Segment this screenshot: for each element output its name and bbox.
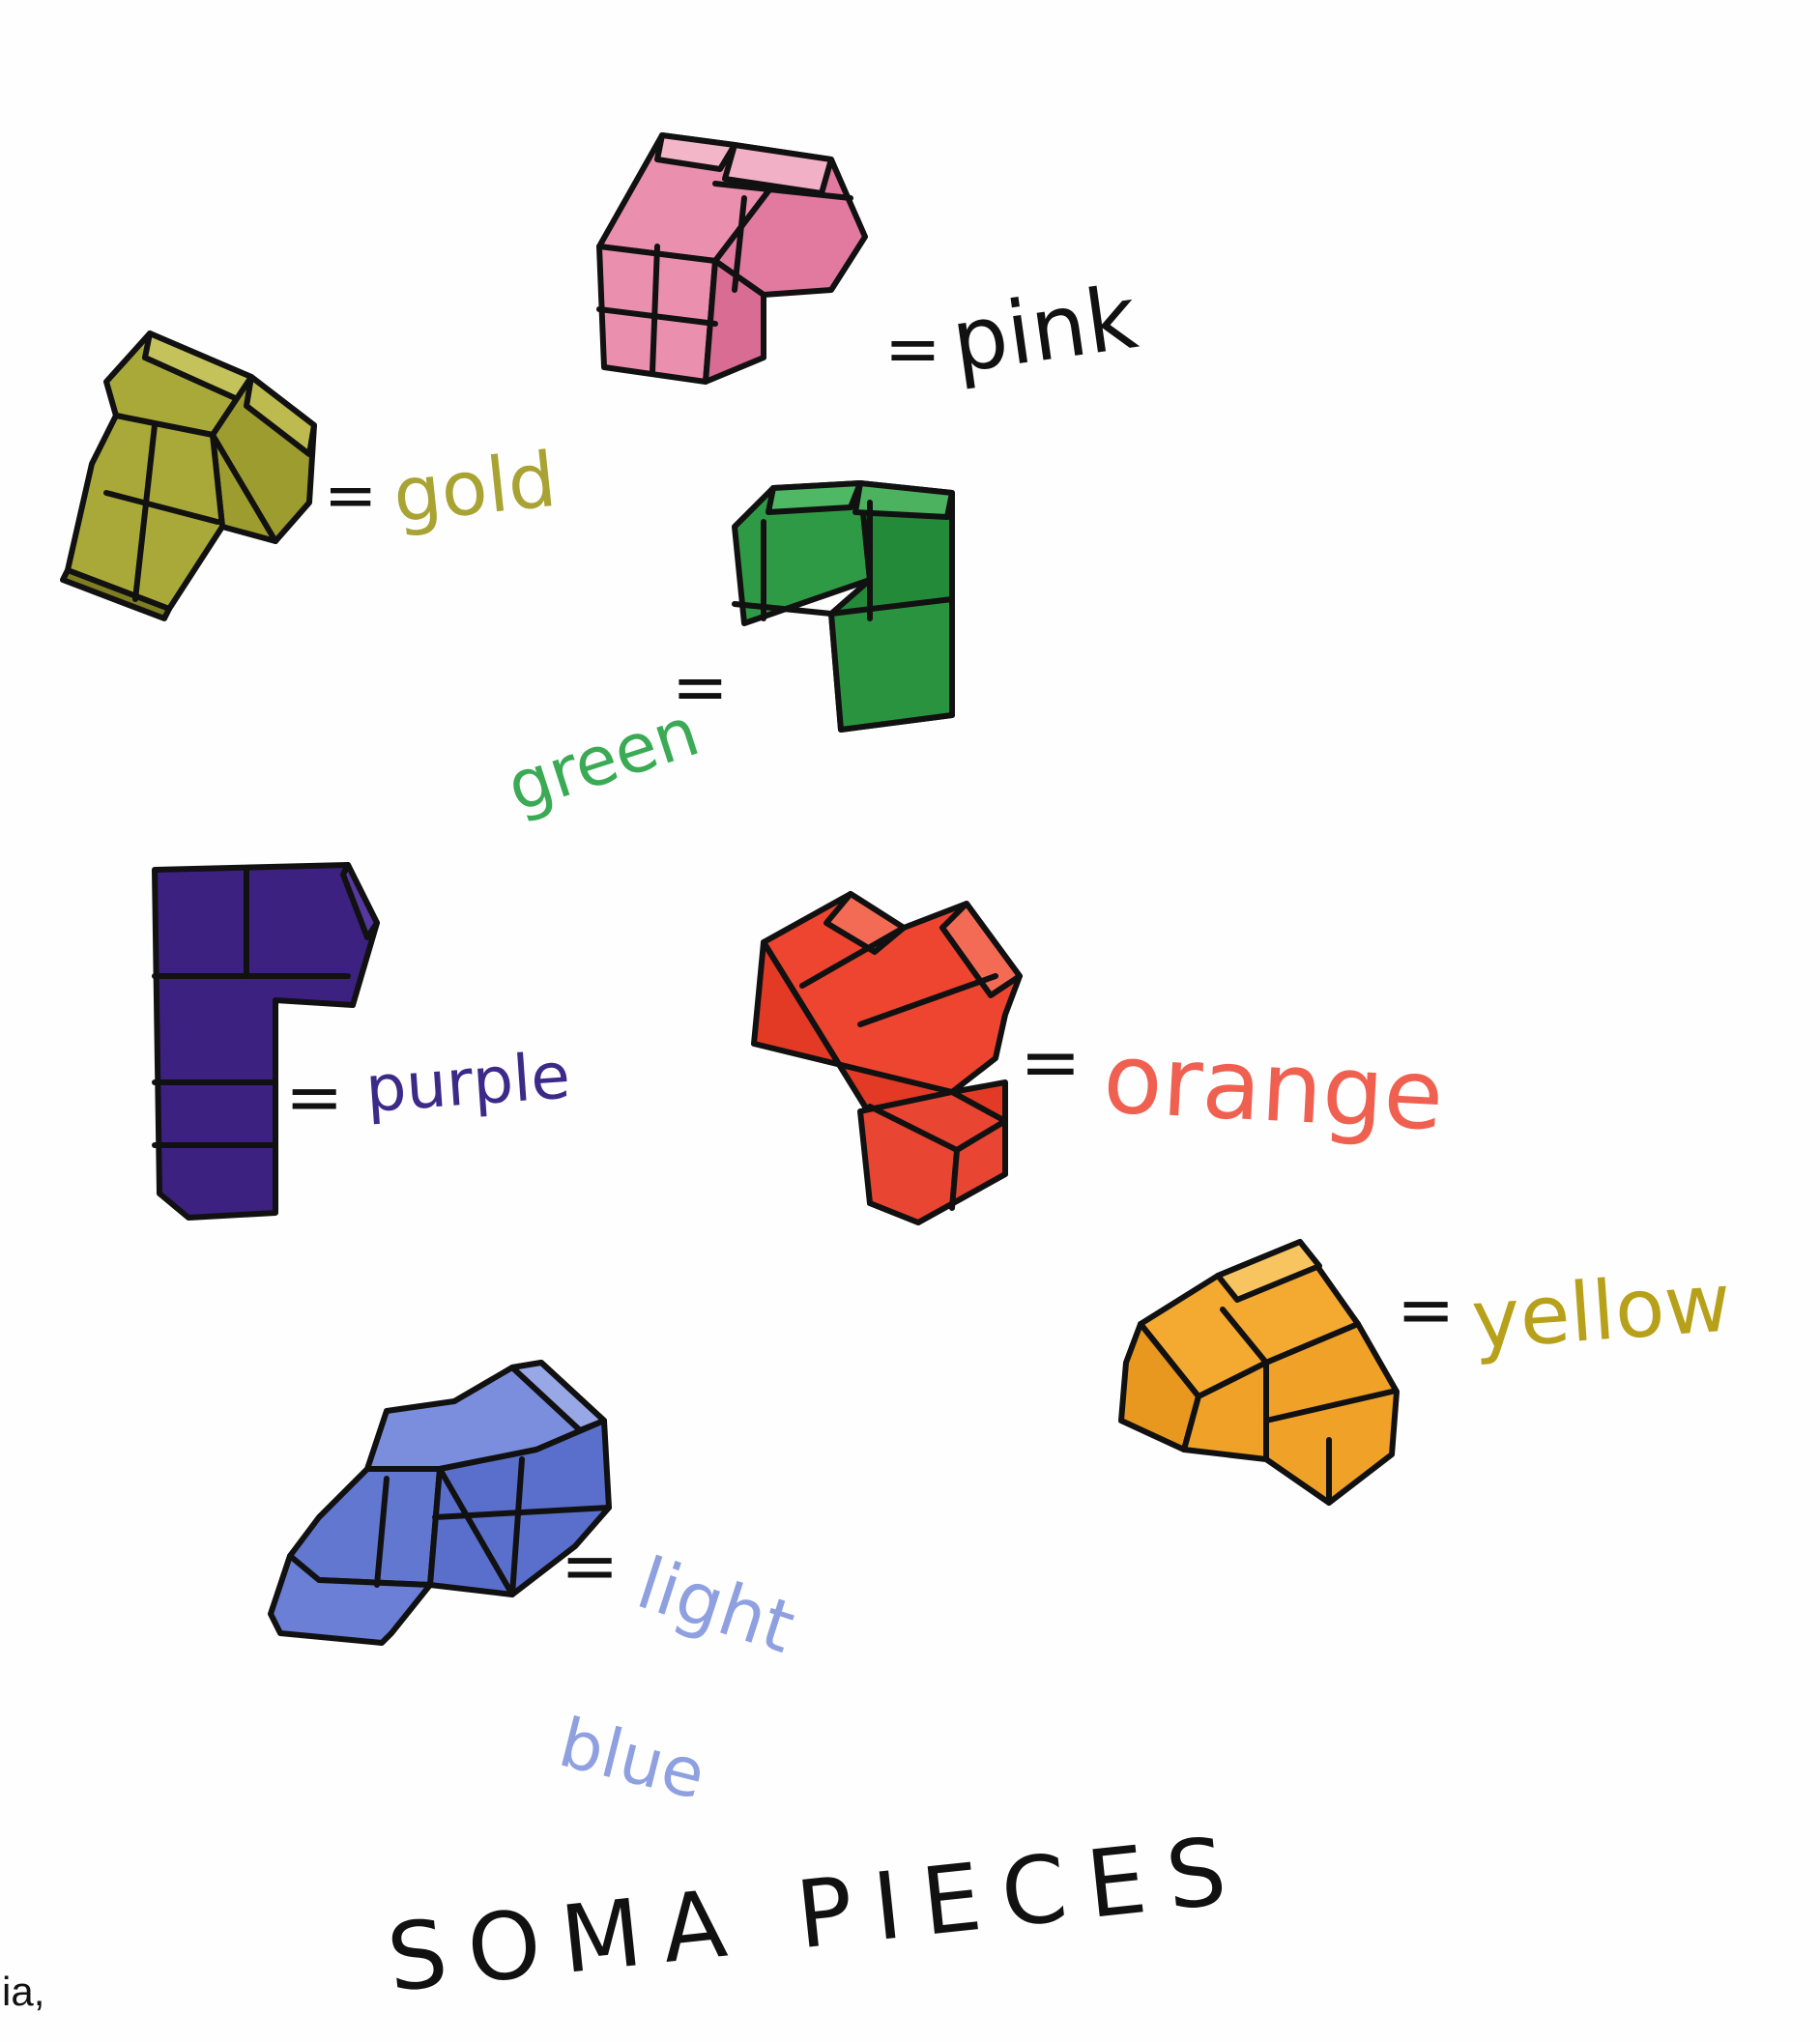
green-equals: = [672, 647, 729, 727]
yellow-equals: = [1397, 1269, 1455, 1350]
purple-equals: = [285, 1056, 343, 1137]
pink-equals: = [884, 309, 941, 388]
green-label: green [498, 692, 708, 827]
orange-equals: = [1020, 1019, 1082, 1105]
pink-piece [596, 132, 868, 385]
gold-equals: = [324, 458, 377, 532]
light-blue-piece [268, 1360, 612, 1646]
pink-label: pink [945, 267, 1142, 393]
light-blue-label-line2: blue [552, 1703, 713, 1815]
light-blue-equals: = [561, 1525, 619, 1606]
purple-label: purple [363, 1038, 573, 1127]
margin-fragment-text: ia, [2, 1969, 44, 2014]
orange-piece [751, 891, 1023, 1225]
purple-piece [152, 862, 380, 1221]
gold-label: gold [390, 437, 561, 540]
orange-label: orange [1101, 1021, 1447, 1152]
yellow-label: yellow [1469, 1254, 1734, 1366]
green-piece [732, 480, 955, 733]
gold-piece [60, 331, 317, 621]
page-title: SOMA PIECES [383, 1815, 1253, 2013]
yellow-piece [1118, 1239, 1400, 1506]
light-blue-label-line1: light [627, 1541, 804, 1669]
